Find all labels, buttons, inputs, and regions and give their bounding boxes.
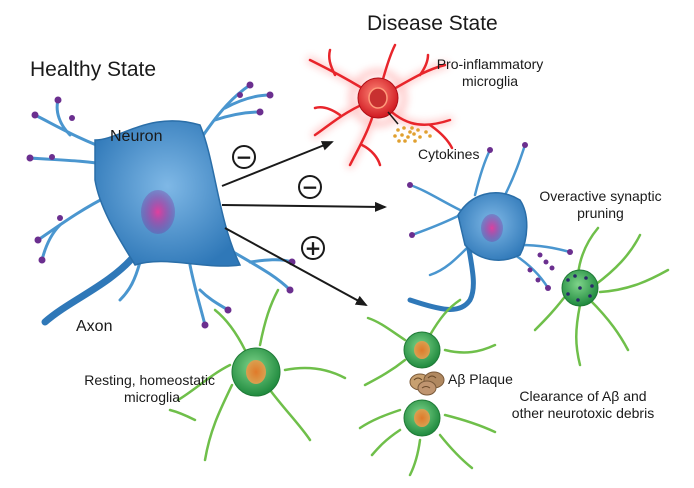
sign-minus-top: − [232,145,256,169]
healthy-state-title: Healthy State [30,58,157,81]
clearance-microglia [358,298,497,477]
cytokines-label: Cytokines [418,146,480,162]
arrows [221,141,387,306]
cytokine-dots [393,126,432,143]
pruning-microglia [527,226,670,367]
disease-state-title: Disease State [367,12,498,35]
neuron-label: Neuron [110,128,163,145]
sign-minus-middle: − [298,175,322,199]
sign-minus-top-text: − [236,145,253,169]
proinflammatory-label-1: Pro-inflammatory [436,56,544,72]
arrow-to-pruning [221,201,387,212]
arrow-to-proinflammatory [221,141,334,187]
pruning-neuron [407,142,573,312]
proinflammatory-label-2: microglia [461,73,518,89]
abeta-plaque [409,371,445,396]
neuron-soma [94,120,242,267]
resting-microglia-label-2: microglia [123,389,180,405]
neuron-synapses [26,81,296,329]
arrow-to-clearance [224,227,368,306]
sign-minus-middle-text: − [302,175,319,199]
proinflammatory-microglia [306,43,454,169]
healthy-neuron [26,81,296,329]
microglia-nucleus [246,360,266,384]
neuron-nucleus [141,190,175,234]
pruning-label-2: pruning [577,205,624,221]
axon [41,251,139,326]
axon-label: Axon [76,318,113,335]
resting-microglia [168,288,347,462]
resting-microglia-label-1: Resting, homeostatic [84,372,215,388]
sign-plus-text: + [305,236,322,260]
clearance-label-2: other neurotoxic debris [511,405,655,421]
sign-plus: + [301,236,325,260]
abeta-plaque-label: Aβ Plaque [448,371,513,387]
pruning-label-1: Overactive synaptic [539,188,662,204]
clearance-label-1: Clearance of Aβ and [519,388,647,404]
